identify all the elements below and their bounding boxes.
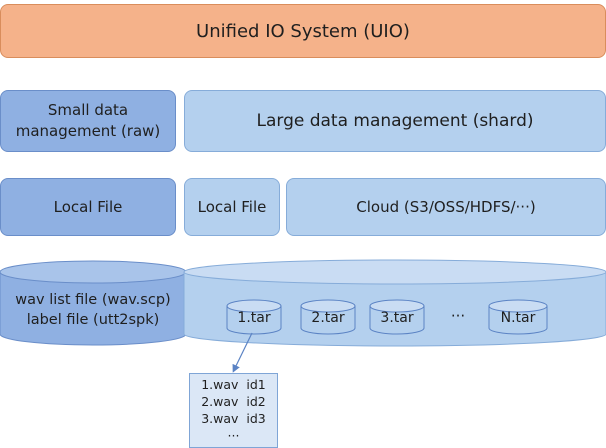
cloud-storage-label: Cloud (S3/OSS/HDFS/···) [356, 198, 536, 216]
large-data-management-box: Large data management (shard) [184, 90, 606, 152]
large-data-management-label: Large data management (shard) [256, 111, 534, 131]
tar-label-3: 3.tar [380, 310, 414, 326]
local-file-box-shard: Local File [184, 178, 280, 236]
local-file-box-raw: Local File [0, 178, 176, 236]
tar-drum-n [488, 299, 548, 335]
tar-contents-row: 2.wav id2 [201, 394, 266, 409]
tar-drum-3 [369, 299, 425, 335]
tar-contents-list: 1.wav id1 2.wav id2 3.wav id3 ··· [189, 373, 278, 448]
raw-data-label: wav list file (wav.scp) label file (utt2… [0, 288, 186, 332]
tar-drum-1 [226, 299, 282, 335]
small-data-management-box: Small data management (raw) [0, 90, 176, 152]
label-file-label: label file (utt2spk) [26, 312, 160, 328]
wav-list-file-label: wav list file (wav.scp) [15, 292, 171, 308]
small-data-management-line1: Small data [47, 101, 129, 119]
tar-label-n: N.tar [500, 310, 536, 326]
uio-banner: Unified IO System (UIO) [0, 4, 606, 58]
tar-contents-row: ··· [227, 428, 240, 443]
tar-drum-2 [300, 299, 356, 335]
local-file-label-shard: Local File [197, 198, 267, 216]
small-data-management-line2: management (raw) [15, 122, 161, 140]
tar-label-2: 2.tar [311, 310, 345, 326]
tar-contents-row: 3.wav id3 [201, 411, 266, 426]
uio-title: Unified IO System (UIO) [196, 20, 410, 42]
tar-contents-row: 1.wav id1 [201, 377, 266, 392]
cloud-storage-box: Cloud (S3/OSS/HDFS/···) [286, 178, 606, 236]
raw-data-cylinder [0, 260, 187, 346]
local-file-label-raw: Local File [53, 198, 123, 216]
tar-label-1: 1.tar [237, 310, 271, 326]
tar-contents-arrow [232, 332, 253, 373]
tar-ellipsis: ··· [450, 307, 466, 325]
